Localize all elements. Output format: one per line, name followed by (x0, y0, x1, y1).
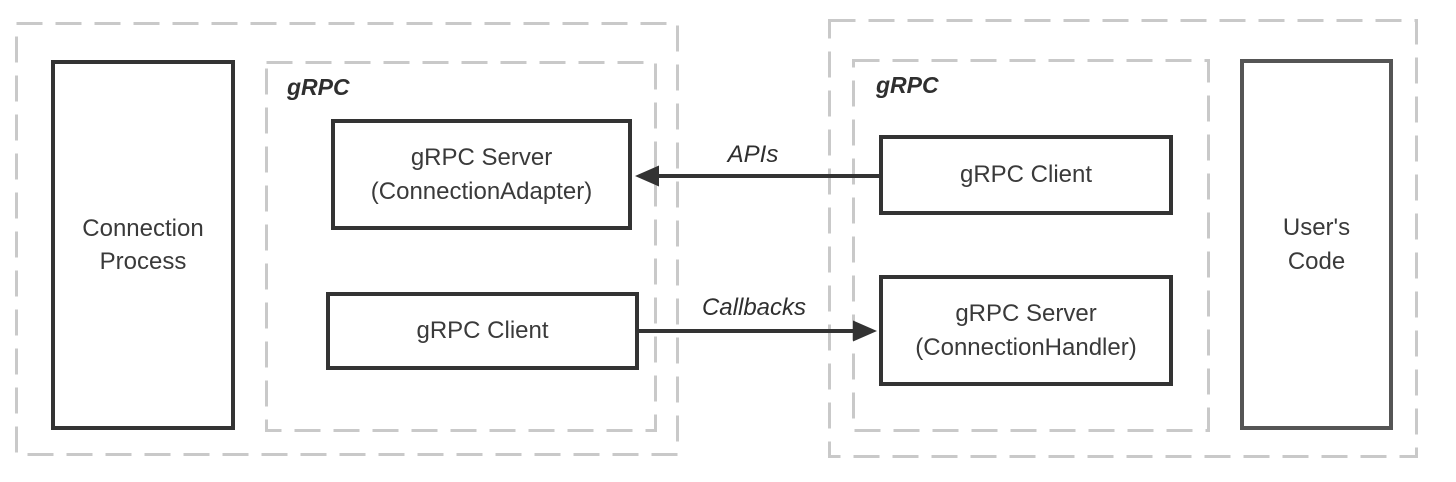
grpc-server-connection-handler-box: gRPC Server (ConnectionHandler) (879, 275, 1173, 386)
grpc-server-adapter-label-line2: (ConnectionAdapter) (370, 177, 593, 205)
callbacks-arrow (639, 320, 877, 342)
right-grpc-group-label: gRPC (876, 72, 939, 98)
grpc-server-handler-label-line2: (ConnectionHandler) (915, 333, 1137, 361)
callbacks-arrow-label: Callbacks (701, 294, 807, 321)
left-grpc-client-label: gRPC Client (416, 317, 549, 345)
left-grpc-group-label: gRPC (287, 74, 350, 100)
right-grpc-client-label: gRPC Client (959, 161, 1093, 189)
left-grpc-client-box: gRPC Client (326, 292, 639, 370)
connection-process-label-line2: Process (99, 248, 187, 275)
users-code-box: User's Code (1240, 59, 1393, 430)
right-grpc-group-dashed-border (852, 59, 1210, 432)
grpc-server-adapter-label-line1: gRPC Server (410, 144, 553, 172)
right-grpc-client-box: gRPC Client (879, 135, 1173, 215)
users-code-label-line1: User's (1282, 214, 1351, 242)
apis-arrowhead-left-icon (635, 165, 659, 187)
grpc-server-handler-label-line1: gRPC Server (955, 300, 1097, 328)
connection-process-label-line1: Connection (82, 214, 204, 242)
apis-arrow-label: APIs (727, 141, 779, 168)
grpc-server-connection-adapter-box: gRPC Server (ConnectionAdapter) (331, 119, 632, 230)
connection-process-group-dashed-border (15, 22, 679, 456)
users-code-label-line2: Code (1287, 247, 1346, 275)
callbacks-arrowhead-right-icon (853, 320, 877, 342)
users-code-group-dashed-border (828, 19, 1418, 458)
left-grpc-group-dashed-border (265, 61, 657, 432)
connection-process-box: Connection Process (51, 60, 235, 430)
apis-arrow (635, 165, 879, 187)
